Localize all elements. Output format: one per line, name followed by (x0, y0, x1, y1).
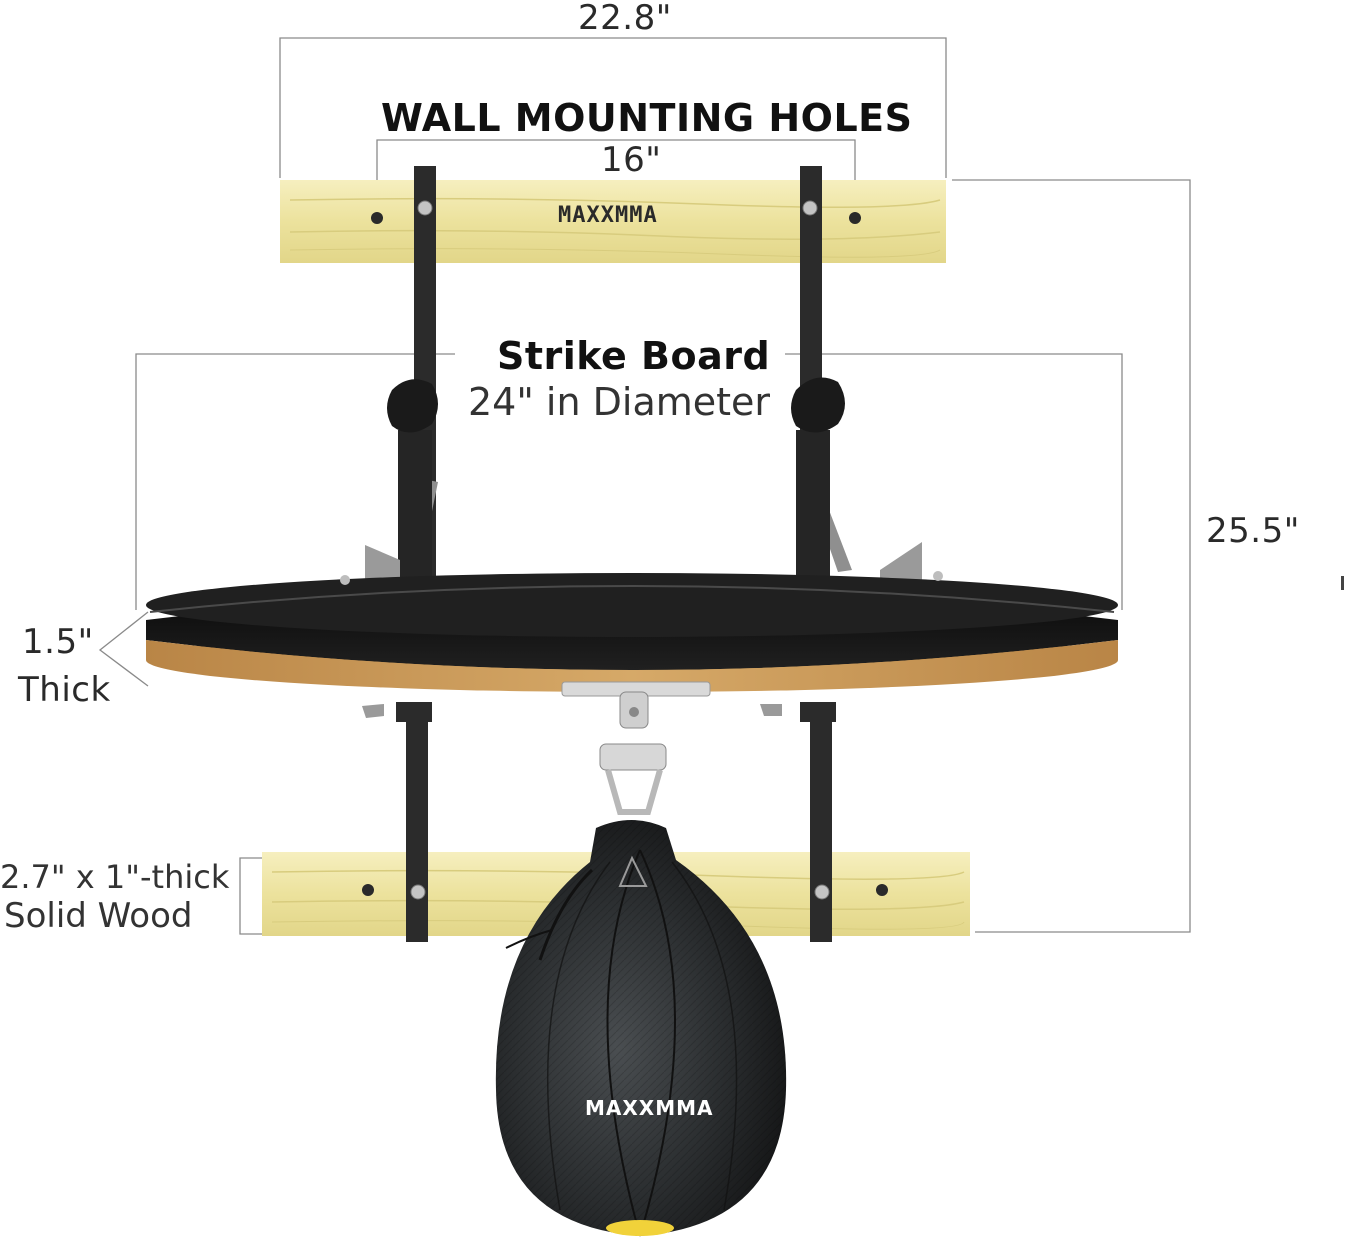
brand-logo-bag: MAXXMMA (585, 1096, 714, 1120)
mounting-hole-right (849, 212, 861, 224)
rear-brackets (365, 166, 922, 586)
strike-board-title: Strike Board (497, 334, 771, 378)
top-mounting-wood (280, 166, 946, 263)
brand-logo-top: MAXXMMA (558, 203, 658, 228)
board-thickness-word: Thick (18, 670, 111, 710)
dimension-lines (98, 37, 1191, 935)
edge-mark (1341, 576, 1344, 590)
swivel (599, 691, 667, 815)
mounting-hole-left (371, 212, 383, 224)
hole-spacing-label: 16" (601, 140, 662, 180)
strike-board (146, 571, 1118, 697)
mount-width-label: 22.8" (578, 0, 672, 38)
wood-material-label: Solid Wood (4, 896, 193, 936)
speed-bag (495, 820, 787, 1237)
mounting-holes-heading: WALL MOUNTING HOLES (381, 96, 913, 140)
wood-size-label: 2.7" x 1"-thick (0, 858, 230, 896)
board-thickness-value: 1.5" (22, 622, 94, 662)
strike-board-size: 24" in Diameter (468, 380, 771, 424)
overall-height-label: 25.5" (1206, 511, 1300, 551)
